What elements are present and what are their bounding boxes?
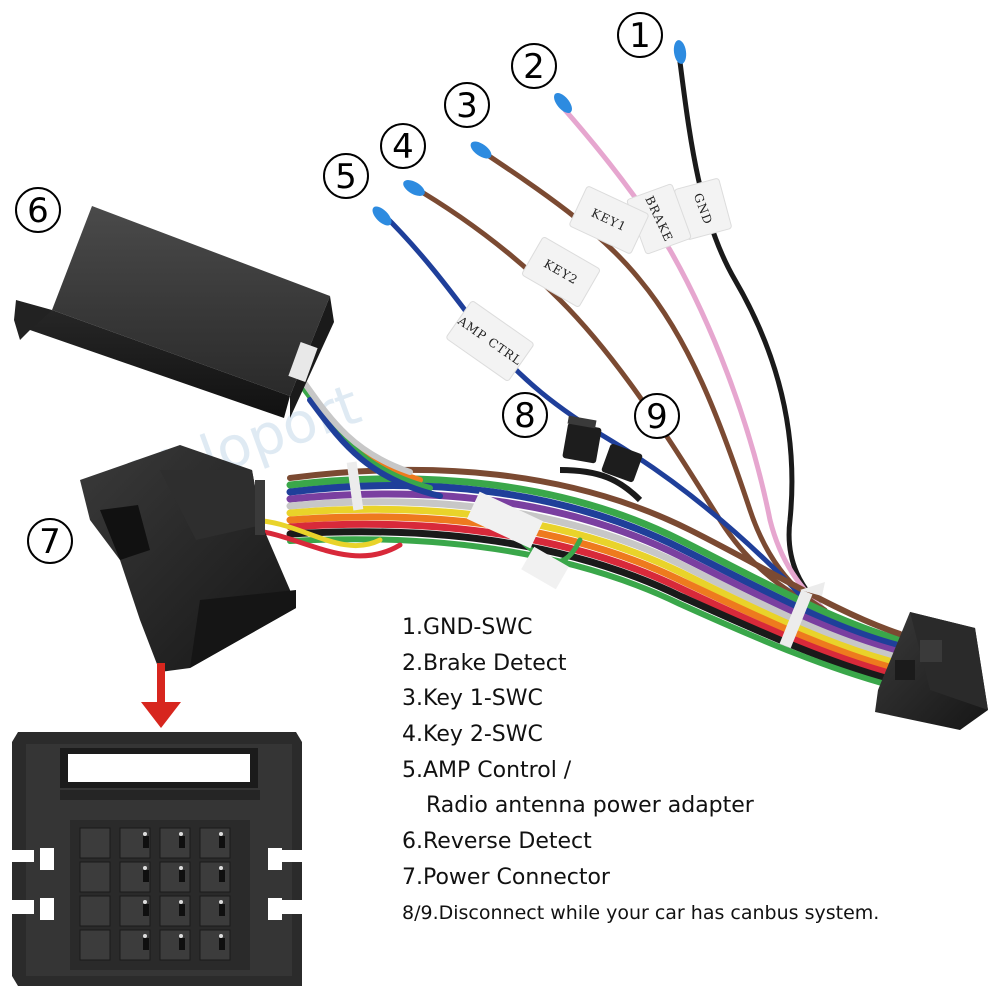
- svg-text:3: 3: [456, 86, 478, 126]
- tag-key1: KEY1: [569, 186, 649, 254]
- legend: 1.GND-SWC 2.Brake Detect 3.Key 1-SWC 4.K…: [402, 610, 962, 931]
- svg-text:5: 5: [335, 157, 357, 197]
- tag-gnd: GND: [674, 178, 732, 240]
- svg-text:9: 9: [646, 397, 668, 437]
- callout-7: 7: [27, 518, 73, 564]
- cable-ties: [346, 461, 825, 649]
- wire-5-amp-ctrl: [379, 210, 813, 608]
- callout-8: 8: [502, 392, 548, 438]
- legend-item-canbus-note: 8/9.Disconnect while your car has canbus…: [402, 901, 880, 924]
- svg-text:1: 1: [629, 16, 651, 56]
- radio-end-plug: [875, 612, 988, 730]
- callout-2: 2: [511, 43, 557, 89]
- connector-face-view: [12, 732, 302, 986]
- legend-item-gnd-swc: 1.GND-SWC: [402, 615, 533, 640]
- legend-item-brake-detect: 2.Brake Detect: [402, 650, 567, 676]
- legend-item-amp-control: 5.AMP Control /: [402, 757, 572, 783]
- harness-bundle: [247, 367, 904, 691]
- callout-3: 3: [444, 82, 490, 128]
- down-arrow-icon: [141, 663, 181, 728]
- svg-text:6: 6: [27, 191, 49, 231]
- svg-text:4: 4: [392, 127, 414, 167]
- legend-item-key2-swc: 4.Key 2-SWC: [402, 722, 543, 748]
- callout-6: 6: [15, 187, 61, 233]
- svg-text:7: 7: [39, 522, 61, 562]
- tag-brake: BRAKE: [626, 183, 692, 255]
- legend-item-antenna-adapter: Radio antenna power adapter: [426, 793, 754, 819]
- tag-key2: KEY2: [522, 237, 600, 307]
- bundle-tag: [466, 491, 569, 590]
- callout-5: 5: [323, 153, 369, 199]
- callout-9: 9: [634, 393, 680, 439]
- legend-item-power-connector: 7.Power Connector: [402, 864, 610, 890]
- callout-1: 1: [617, 12, 663, 58]
- wire-1-gnd: [677, 59, 833, 618]
- legend-item-key1-swc: 3.Key 1-SWC: [402, 686, 543, 712]
- wire-3-key1: [477, 147, 828, 613]
- svg-text:2: 2: [523, 47, 545, 87]
- wire-tips: [372, 40, 687, 226]
- tag-amp-ctrl: AMP CTRL: [446, 301, 534, 381]
- control-box: [14, 206, 334, 418]
- canbus-connectors: [559, 415, 643, 503]
- wire-2-brake: [562, 107, 833, 618]
- svg-text:8: 8: [514, 396, 536, 436]
- callout-4: 4: [380, 123, 426, 169]
- power-connector-plug: [80, 445, 296, 672]
- legend-item-reverse-detect: 6.Reverse Detect: [402, 829, 592, 855]
